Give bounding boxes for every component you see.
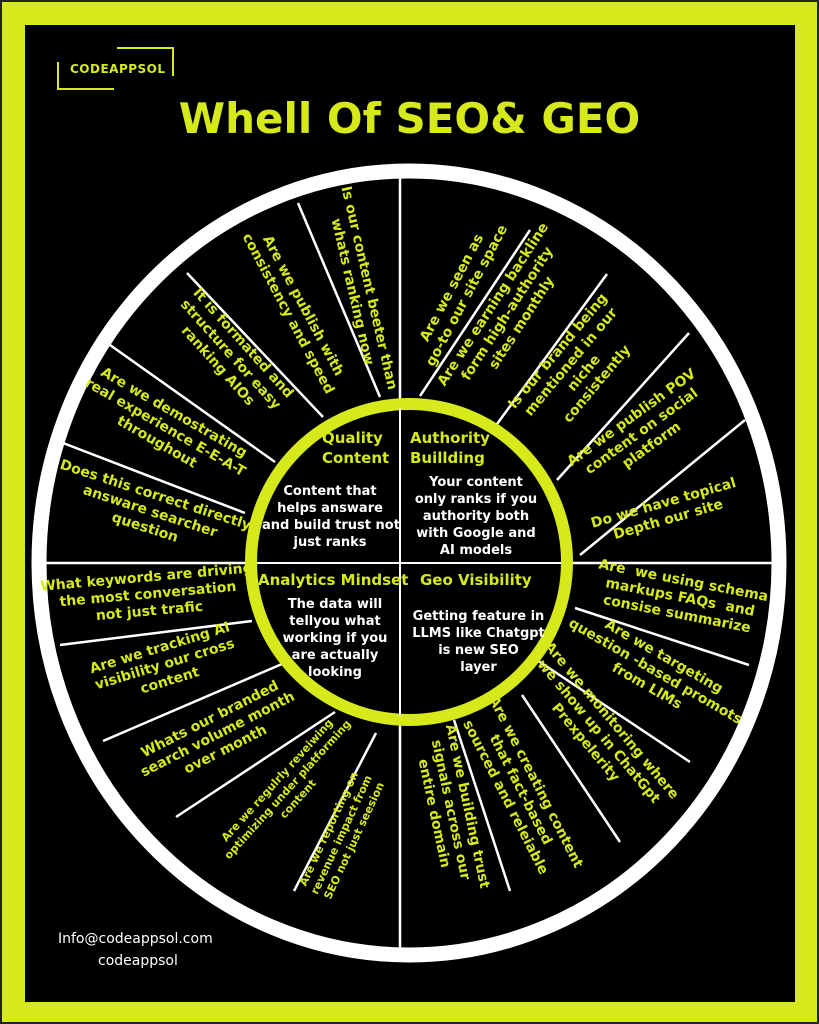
quadrant-title-analytics-mindset: Analytics Mindset	[258, 571, 409, 589]
quadrant-desc-analytics-mindset: The data will tellyou what working if yo…	[282, 597, 388, 680]
logo-bracket-top	[117, 47, 174, 76]
quadrant-desc-quality-content: Content that helps answare and build tru…	[262, 484, 400, 550]
quadrant-desc-geo-visibility: Getting feature in LLMS like Chatgpt is …	[412, 609, 545, 675]
divider	[175, 710, 336, 819]
quadrant-desc-authority-building: Your content only ranks if you authority…	[414, 475, 538, 558]
divider	[520, 694, 622, 843]
divider	[186, 272, 324, 418]
footer-email[interactable]: Info@codeappsol.com	[58, 931, 213, 947]
logo-bracket-bottom	[57, 62, 114, 90]
divider	[556, 332, 690, 481]
divider	[109, 343, 276, 464]
divider	[292, 732, 378, 892]
divider	[574, 606, 750, 667]
divider	[536, 658, 691, 764]
divider	[579, 419, 746, 556]
divider	[102, 662, 283, 743]
quadrant-title-authority-building: Authority Buillding	[410, 429, 490, 467]
footer-handle: codeappsol	[98, 953, 178, 969]
page-title: Whell Of SEO& GEO	[178, 94, 641, 143]
divider	[452, 719, 512, 892]
divider	[62, 441, 246, 515]
divider	[296, 202, 382, 398]
divider	[495, 273, 609, 425]
divider	[59, 619, 253, 647]
divider	[418, 229, 532, 397]
logo-text: CODEAPPSOL	[70, 62, 166, 76]
quadrant-title-geo-visibility: Geo Visibility	[420, 571, 532, 589]
quadrant-title-quality-content: Quality Content	[322, 429, 390, 467]
